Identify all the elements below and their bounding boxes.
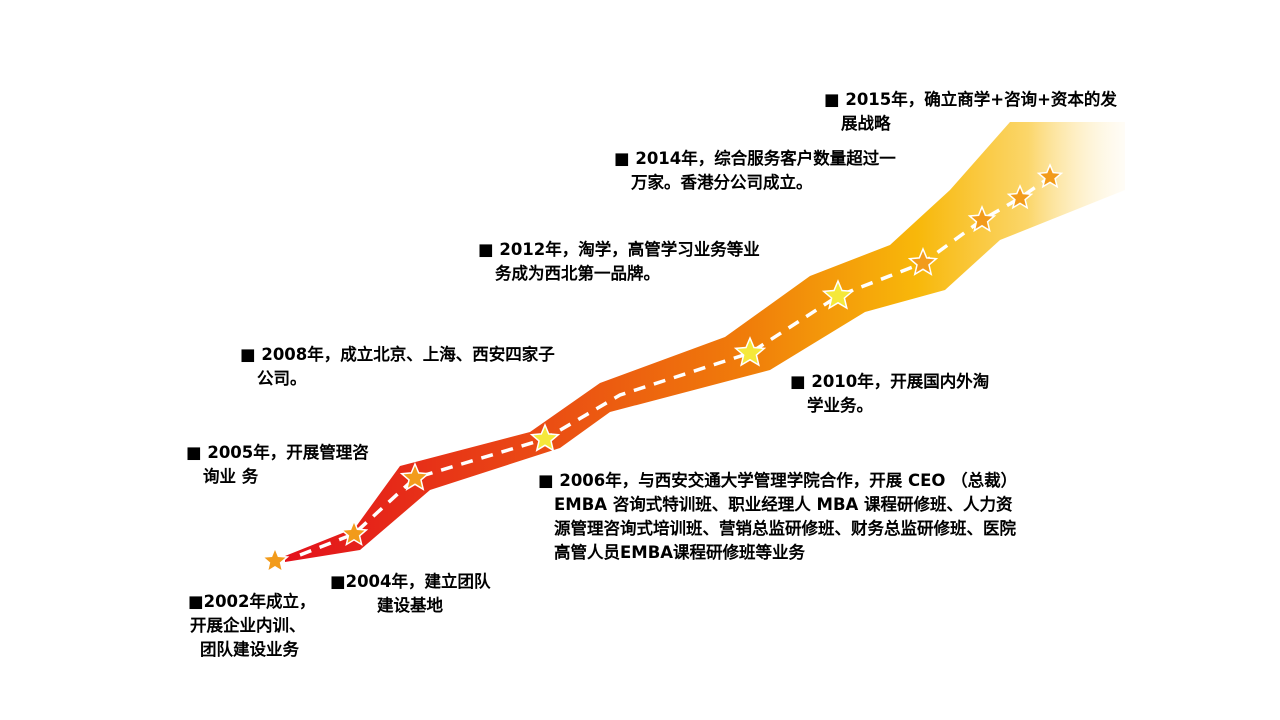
star-icon: [529, 423, 561, 452]
star-icon: [733, 336, 767, 367]
milestone-2002: ■2002年成立，开展企业内训、团队建设业务: [188, 592, 316, 659]
star-icon: [967, 205, 997, 233]
dashed-road-line: [299, 175, 1052, 557]
milestone-2006: ■ 2006年，与西安交通大学管理学院合作，开展 CEO （总裁）EMBA 咨询…: [538, 471, 1018, 562]
star-icon: [1006, 184, 1034, 210]
ribbon-path: [285, 122, 1125, 562]
star-icon: [1036, 163, 1064, 189]
star-icon: [907, 247, 939, 276]
milestone-2008: ■ 2008年，成立北京、上海、西安四家子公司。: [240, 345, 555, 388]
milestone-2005: ■ 2005年，开展管理咨询业 务: [186, 443, 369, 486]
milestone-2004: ■2004年，建立团队建设基地: [330, 572, 491, 615]
milestone-2015: ■ 2015年，确立商学+咨询+资本的发展战略: [824, 90, 1117, 133]
star-icon: [821, 279, 855, 310]
milestone-2014: ■ 2014年，综合服务客户数量超过一万家。香港分公司成立。: [614, 149, 896, 192]
star-icon: [260, 546, 290, 574]
star-icon: [399, 462, 431, 491]
milestone-2012: ■ 2012年，淘学，高管学习业务等业务成为西北第一品牌。: [478, 240, 760, 283]
star-icon: [339, 519, 369, 547]
milestone-2010: ■ 2010年，开展国内外淘学业务。: [790, 372, 990, 415]
